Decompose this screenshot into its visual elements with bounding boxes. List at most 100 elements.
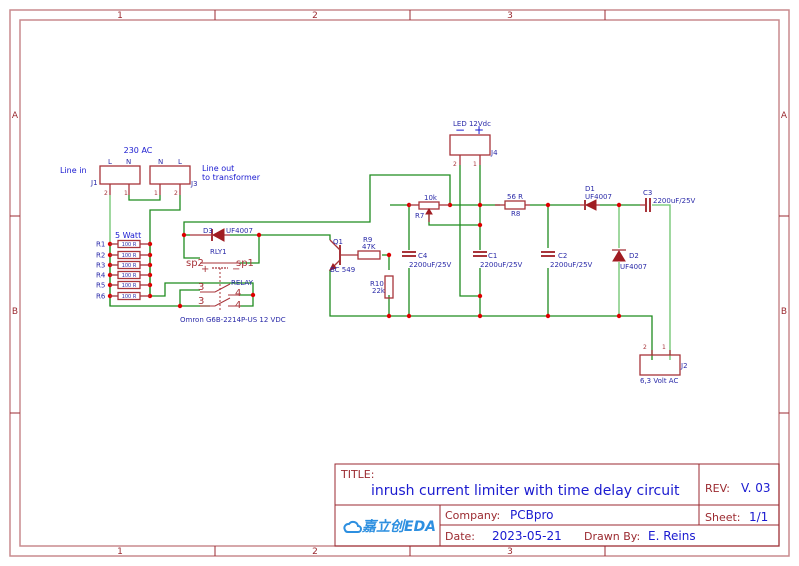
j4-pin1-num: 1 <box>473 161 477 168</box>
connector-j3[interactable]: N L Line out to transformer J3 1 2 <box>149 158 261 197</box>
c3-value: 2200uF/25V <box>653 197 696 205</box>
connector-j4[interactable]: LED 12Vdc − + J4 2 1 <box>449 120 498 168</box>
eda-logo: 嘉立创EDA <box>343 518 436 535</box>
junctions <box>107 202 622 319</box>
j4-ref: J4 <box>490 149 498 157</box>
date-value: 2023-05-21 <box>492 529 562 543</box>
connector-j2[interactable]: 2 1 J2 6,3 Volt AC <box>639 344 688 385</box>
r8-value: 56 R <box>507 193 523 201</box>
c3-ref: C3 <box>643 189 652 197</box>
d3-ref: D3 <box>203 227 213 235</box>
j1-pin1-num: 1 <box>124 190 128 197</box>
j3-pin-n: N <box>158 158 163 166</box>
r7-value: 10k <box>424 194 438 202</box>
resistor-value: 100 R <box>122 294 137 300</box>
j3-ref: J3 <box>190 180 198 188</box>
resistor-body <box>117 280 141 290</box>
c1-ref: C1 <box>488 252 497 260</box>
zone-col-2-bottom: 2 <box>312 547 318 557</box>
c2-ref: C2 <box>558 252 567 260</box>
resistor-ref: R6 <box>96 293 106 301</box>
d3-value: UF4007 <box>226 227 253 235</box>
c2-value: 2200uF/25V <box>550 261 593 269</box>
zone-col-1-bottom: 1 <box>117 547 123 557</box>
j2-pin1-num: 1 <box>662 344 666 351</box>
rly1-sp1: sp1 <box>236 258 254 269</box>
j2-pin2-num: 2 <box>643 344 647 351</box>
connector-j1[interactable]: 230 AC L N Line in J1 2 1 <box>60 146 153 197</box>
zone-col-3-top: 3 <box>507 11 513 21</box>
schematic-title: inrush current limiter with time delay c… <box>371 483 680 499</box>
zone-col-2-top: 2 <box>312 11 318 21</box>
r9-ref: R9 <box>363 236 372 244</box>
resistor-body <box>117 270 141 280</box>
j4-pin2-num: 2 <box>453 161 457 168</box>
resistor-value: 100 R <box>122 242 137 248</box>
zone-row-a-left: A <box>12 111 19 121</box>
capacitor-c4[interactable]: C4 2200uF/25V <box>402 251 452 269</box>
transistor-q1[interactable]: Q1 BC 549 <box>329 238 358 274</box>
zone-col-1-top: 1 <box>117 11 123 21</box>
eda-logo-text: 嘉立创EDA <box>361 518 436 535</box>
rly1-sp2: sp2 <box>186 258 204 269</box>
rly1-pin4a: 4 <box>235 288 241 299</box>
drawn-by-value: E. Reins <box>648 529 696 543</box>
title-block: TITLE: inrush current limiter with time … <box>334 463 780 547</box>
cloud-icon <box>343 520 362 533</box>
resistor-ref: R4 <box>96 272 106 280</box>
r7-ref: R7 <box>415 212 424 220</box>
j4-plus: + <box>474 123 484 137</box>
resistor-r8[interactable]: 56 R R8 <box>495 193 530 218</box>
c4-value: 2200uF/25V <box>409 261 452 269</box>
power-label: 230 AC <box>124 146 153 155</box>
resistor-r5[interactable]: R5 100 R <box>96 280 150 290</box>
title-key: TITLE: <box>340 468 374 481</box>
company-key: Company: <box>445 509 500 522</box>
capacitor-c2[interactable]: C2 2200uF/25V <box>541 251 593 269</box>
diode-d3[interactable]: D3 UF4007 <box>190 227 253 242</box>
j2-ref: J2 <box>680 362 688 370</box>
resistor-body <box>117 291 141 301</box>
capacitor-c3[interactable]: C3 2200uF/25V <box>640 189 696 212</box>
relay-rly1[interactable]: RLY1 sp2 sp1 + − RELAY 3 4 3 4 Omron G6B… <box>180 248 286 324</box>
j3-desc-line1: Line out <box>202 164 234 173</box>
rly1-ref: RLY1 <box>210 248 227 256</box>
zone-col-3-bottom: 3 <box>507 547 513 557</box>
j1-pin-n: N <box>126 158 131 166</box>
resistor-r9[interactable]: R9 47K <box>357 236 381 260</box>
j3-pin1-num: 1 <box>154 190 158 197</box>
rev-key: REV: <box>705 482 730 495</box>
diode-d2[interactable]: D2 UF4007 <box>612 249 647 271</box>
rly1-minus: − <box>232 264 240 275</box>
sheet-value: 1/1 <box>749 510 768 524</box>
resistor-r1[interactable]: R1 100 R <box>96 239 150 249</box>
resistor-ref: R3 <box>96 262 105 270</box>
j4-minus: − <box>455 123 465 137</box>
resistor-r10[interactable]: R10 22k <box>370 275 394 299</box>
j3-pin2-num: 2 <box>174 190 178 197</box>
d2-ref: D2 <box>629 252 639 260</box>
c4-ref: C4 <box>418 252 428 260</box>
resistor-ref: R5 <box>96 282 105 290</box>
j1-ref: J1 <box>90 179 98 187</box>
resistor-body <box>117 239 141 249</box>
resistor-value: 100 R <box>122 283 137 289</box>
q1-ref: Q1 <box>333 238 343 246</box>
resistor-ref: R1 <box>96 241 105 249</box>
d1-value: UF4007 <box>585 193 612 201</box>
date-key: Date: <box>445 530 475 543</box>
resistor-r6[interactable]: R6 100 R <box>96 291 150 301</box>
zone-row-b-right: B <box>781 307 787 317</box>
r10-ref: R10 <box>370 280 384 288</box>
potentiometer-r7[interactable]: 10k R7 <box>409 194 450 222</box>
c1-value: 2200uF/25V <box>480 261 523 269</box>
diode-d1[interactable]: D1 UF4007 <box>580 185 612 211</box>
d2-value: UF4007 <box>620 263 647 271</box>
capacitor-c1[interactable]: C1 2200uF/25V <box>473 251 523 269</box>
j4-desc: LED 12Vdc <box>453 120 491 128</box>
resistor-bank-title: 5 Watt <box>115 231 141 240</box>
